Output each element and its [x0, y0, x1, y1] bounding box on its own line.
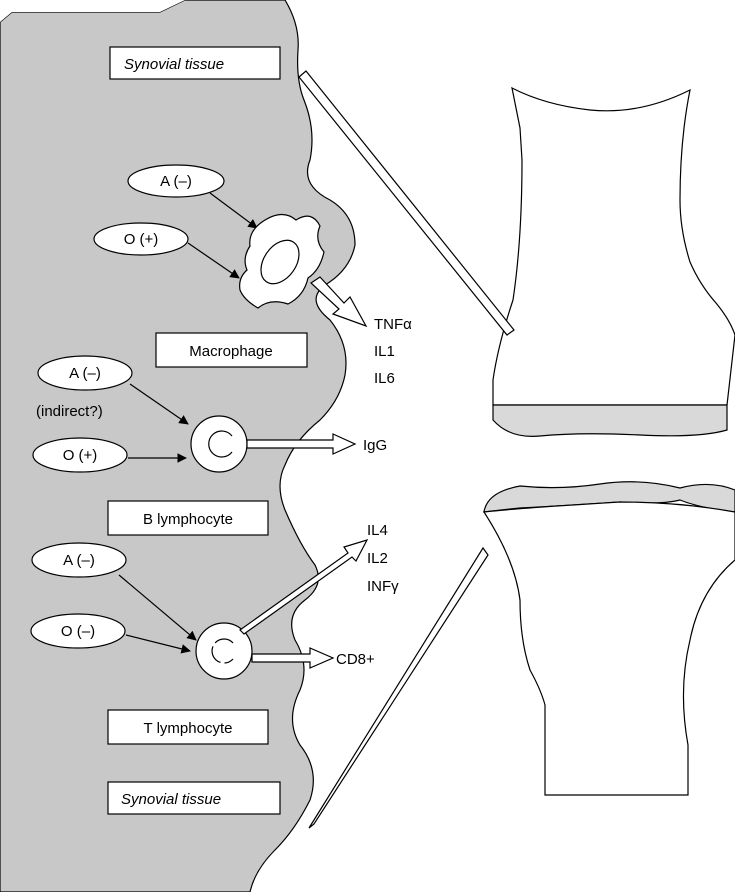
- t-lymphocyte-output-il4: IL4: [367, 522, 388, 539]
- b-lymphocyte-output-igg: IgG: [363, 437, 387, 454]
- macrophage-input-o-label: O (+): [124, 231, 159, 248]
- t-lymphocyte-input-o-label: O (–): [61, 623, 95, 640]
- macrophage-output-tnf: TNFα: [374, 316, 412, 333]
- b-lymphocyte-note: (indirect?): [36, 403, 103, 420]
- upper-bone: [493, 88, 735, 405]
- b-lymphocyte-cell: [191, 416, 247, 472]
- b-lymphocyte-input-a-label: A (–): [69, 365, 101, 382]
- t-lymphocyte-label: T lymphocyte: [144, 720, 233, 737]
- upper-cartilage: [493, 405, 727, 436]
- synovial-tissue-label-bottom: Synovial tissue: [121, 791, 221, 808]
- t-lymphocyte-output-infg: INFγ: [367, 578, 399, 595]
- lower-bone: [484, 502, 735, 795]
- b-lymphocyte-input-o-label: O (+): [63, 447, 98, 464]
- macrophage-input-a-label: A (–): [160, 173, 192, 190]
- macrophage-label: Macrophage: [189, 343, 272, 360]
- macrophage-output-il6: IL6: [374, 370, 395, 387]
- b-lymphocyte-label: B lymphocyte: [143, 511, 233, 528]
- t-lymphocyte-input-a-label: A (–): [63, 552, 95, 569]
- synovial-tissue-label-top: Synovial tissue: [124, 56, 224, 73]
- macrophage-output-il1: IL1: [374, 343, 395, 360]
- t-lymphocyte-output-cd8: CD8+: [336, 651, 375, 668]
- t-lymphocyte-output-il2: IL2: [367, 550, 388, 567]
